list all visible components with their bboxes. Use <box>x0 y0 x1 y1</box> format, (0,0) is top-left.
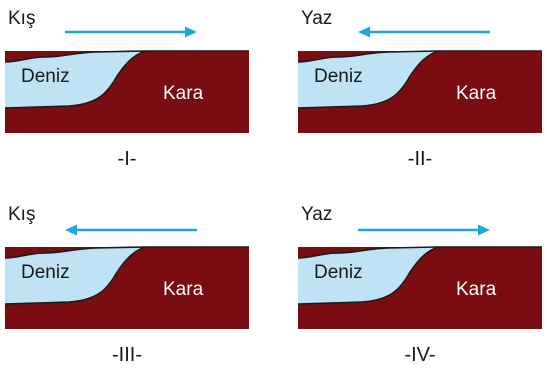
season-label: Kış <box>8 204 35 225</box>
wind-arrow-right-icon <box>65 26 197 38</box>
panel-caption: -IV- <box>404 344 435 366</box>
seabed-line <box>4 50 146 109</box>
sea-label: Deniz <box>21 262 70 283</box>
land-label: Kara <box>163 279 204 300</box>
panel-caption: -II- <box>408 148 432 170</box>
sea-area <box>298 51 438 108</box>
panel-caption: -I- <box>118 148 137 170</box>
sea-area <box>298 247 438 304</box>
seabed-line <box>297 246 439 305</box>
season-label: Yaz <box>301 8 332 29</box>
surface-line <box>297 50 542 63</box>
sea-label: Deniz <box>314 66 363 87</box>
seabed-line <box>4 246 146 305</box>
sea-label: Deniz <box>21 66 70 87</box>
surface-line <box>4 50 249 63</box>
sea-area <box>5 247 145 304</box>
sea-label: Deniz <box>314 262 363 283</box>
seabed-line <box>297 50 439 109</box>
wind-arrow-left-icon <box>65 224 197 236</box>
land-label: Kara <box>456 83 497 104</box>
season-label: Kış <box>8 8 35 29</box>
land-label: Kara <box>456 279 497 300</box>
panel-caption: -III- <box>112 344 142 366</box>
surface-line <box>297 246 542 259</box>
sea-area <box>5 51 145 108</box>
land-label: Kara <box>163 83 204 104</box>
wind-arrow-right-icon <box>358 224 490 236</box>
surface-line <box>4 246 249 259</box>
wind-arrow-left-icon <box>358 26 490 38</box>
season-label: Yaz <box>301 204 332 225</box>
